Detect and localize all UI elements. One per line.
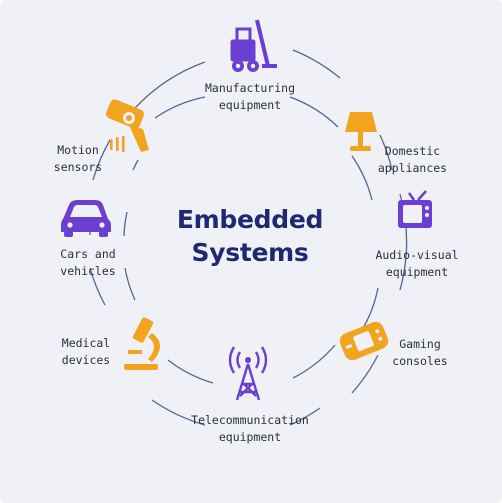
label-line-2: equipment xyxy=(218,430,282,444)
inner-arc-9 xyxy=(132,159,139,171)
car-headlight-left xyxy=(67,222,73,228)
tower-tip xyxy=(245,357,251,363)
microscope-tube xyxy=(132,317,154,343)
inner-arc-3 xyxy=(351,155,373,201)
label-line-1: Motion xyxy=(57,143,99,157)
label-line-1: Gaming xyxy=(399,337,441,351)
ring-arc-10 xyxy=(92,139,111,181)
lamp-shade xyxy=(345,112,377,132)
ring-arc-8 xyxy=(89,267,106,306)
gamepad-screen xyxy=(353,331,374,352)
ring-arc-3 xyxy=(379,134,393,171)
tower-wave-right-inner xyxy=(254,351,260,369)
tv-knob-1 xyxy=(425,206,429,210)
car-wheel-right xyxy=(99,231,108,237)
label-motion-sensors: Motion sensors xyxy=(46,142,110,176)
sensor-lens-core xyxy=(126,115,132,121)
tv-screen xyxy=(403,205,422,223)
lamp-stem xyxy=(358,132,363,146)
lamp-base xyxy=(350,146,371,151)
forklift-hub-front xyxy=(250,63,256,69)
label-medical-devices: Medical devices xyxy=(50,335,122,369)
car-icon xyxy=(61,200,111,237)
forklift-body xyxy=(230,39,256,62)
label-line-2: equipment xyxy=(385,265,449,279)
label-audio-visual-equipment: Audio-visual equipment xyxy=(368,247,466,281)
label-line-2: sensors xyxy=(53,160,103,174)
forklift-mast xyxy=(255,19,270,67)
tower-wave-right-outer xyxy=(260,346,268,374)
tv-icon xyxy=(398,190,432,228)
inner-arc-2 xyxy=(289,96,339,128)
ring-arc-6 xyxy=(289,407,321,426)
label-cars-and-vehicles: Cars and vehicles xyxy=(50,246,126,280)
lamp-icon xyxy=(345,112,377,151)
sensor-handle xyxy=(129,125,149,152)
label-line-1: Medical xyxy=(61,336,111,350)
label-line-2: devices xyxy=(61,353,111,367)
label-domestic-appliances: Domestic appliances xyxy=(365,143,460,177)
car-wheel-left xyxy=(64,231,73,237)
ring-arc-1 xyxy=(134,61,206,109)
tv-knob-2 xyxy=(425,213,429,217)
inner-arc-6 xyxy=(167,359,214,384)
ring-arc-5 xyxy=(351,354,379,394)
gamepad-dpad xyxy=(345,344,353,350)
gamepad-button-a xyxy=(375,329,380,334)
sensor-wave-3 xyxy=(122,136,125,152)
label-line-1: Domestic xyxy=(384,144,441,158)
ring-arc-2 xyxy=(292,49,341,79)
microscope-icon xyxy=(124,317,160,370)
title-line-2: Systems xyxy=(191,238,309,267)
inner-arc-8 xyxy=(123,211,128,237)
sensor-wave-1 xyxy=(110,139,113,150)
inner-arc-5 xyxy=(292,344,336,379)
tower-wave-left-outer xyxy=(228,346,236,374)
car-headlight-right xyxy=(99,222,105,228)
antenna-tower-icon xyxy=(228,346,268,401)
tv-antenna-right xyxy=(417,190,427,201)
motion-sensor-icon xyxy=(106,99,149,152)
forklift-icon xyxy=(230,19,277,72)
label-manufacturing-equipment: Manufacturing equipment xyxy=(190,80,310,114)
microscope-stage xyxy=(128,350,142,354)
diagram-title: Embedded Systems xyxy=(145,203,355,269)
sensor-wave-2 xyxy=(116,137,119,151)
microscope-base xyxy=(124,364,158,370)
gamepad-button-b xyxy=(378,336,383,341)
label-line-1: Audio-visual xyxy=(375,248,459,262)
label-line-2: appliances xyxy=(377,161,448,175)
inner-arc-1 xyxy=(154,96,206,119)
inner-arc-7 xyxy=(124,267,136,301)
ring-arc-7 xyxy=(151,399,206,426)
label-telecommunication-equipment: Telecommunication equipment xyxy=(183,412,317,446)
tv-antenna-left xyxy=(407,192,416,201)
gamepad-icon xyxy=(339,321,389,361)
forklift-window xyxy=(235,27,252,44)
label-line-2: equipment xyxy=(218,98,282,112)
car-windshield xyxy=(70,205,102,217)
forklift-hub-rear xyxy=(235,63,241,69)
tower-frame xyxy=(235,363,261,401)
title-line-1: Embedded xyxy=(176,205,324,234)
label-line-2: vehicles xyxy=(60,264,116,278)
microscope-arm xyxy=(148,333,160,362)
label-line-1: Telecommunication xyxy=(191,413,309,427)
tower-wave-left-inner xyxy=(236,351,242,369)
label-gaming-consoles: Gaming consoles xyxy=(382,336,458,370)
label-line-1: Manufacturing xyxy=(204,81,295,95)
label-line-1: Cars and xyxy=(60,247,116,261)
label-line-2: consoles xyxy=(392,354,448,368)
